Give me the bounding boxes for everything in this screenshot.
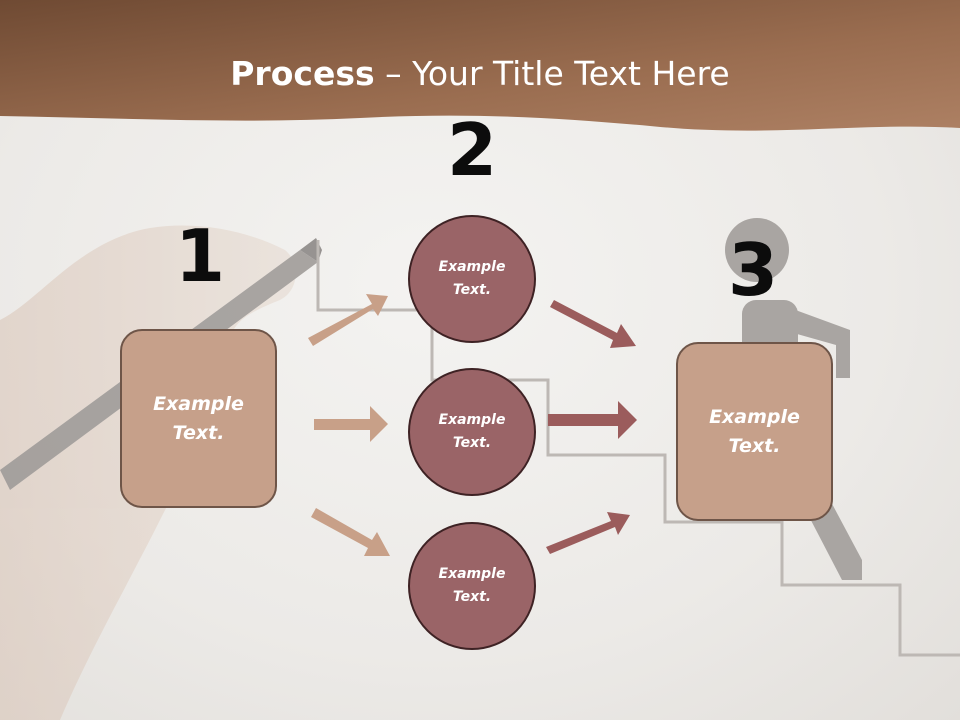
step-number-3: 3 [727, 228, 779, 312]
circle-top: Example Text. [408, 215, 536, 343]
step-number-2: 2 [446, 108, 498, 192]
step-1-box: Example Text. [120, 329, 277, 508]
circle-bottom-text: Example Text. [438, 566, 506, 605]
step-3-box: Example Text. [676, 342, 833, 521]
circle-top-text: Example Text. [438, 259, 506, 298]
step-1-box-text: Example Text. [153, 392, 244, 444]
step-number-1: 1 [174, 214, 226, 298]
circle-bottom: Example Text. [408, 522, 536, 650]
arrow-bottom-to-3 [546, 512, 630, 554]
slide-title: Process – Your Title Text Here [0, 52, 960, 96]
circle-middle: Example Text. [408, 368, 536, 496]
arrow-top-to-3 [550, 300, 636, 348]
header-band [0, 0, 960, 131]
title-rest: – Your Title Text Here [374, 54, 730, 93]
title-bold: Process [230, 54, 375, 93]
circle-middle-text: Example Text. [438, 412, 506, 451]
arrow-1-to-top [308, 294, 388, 346]
arrow-1-to-bottom [311, 508, 390, 556]
arrow-1-to-middle [314, 406, 388, 442]
step-3-box-text: Example Text. [709, 405, 800, 457]
arrow-middle-to-3 [548, 401, 637, 439]
